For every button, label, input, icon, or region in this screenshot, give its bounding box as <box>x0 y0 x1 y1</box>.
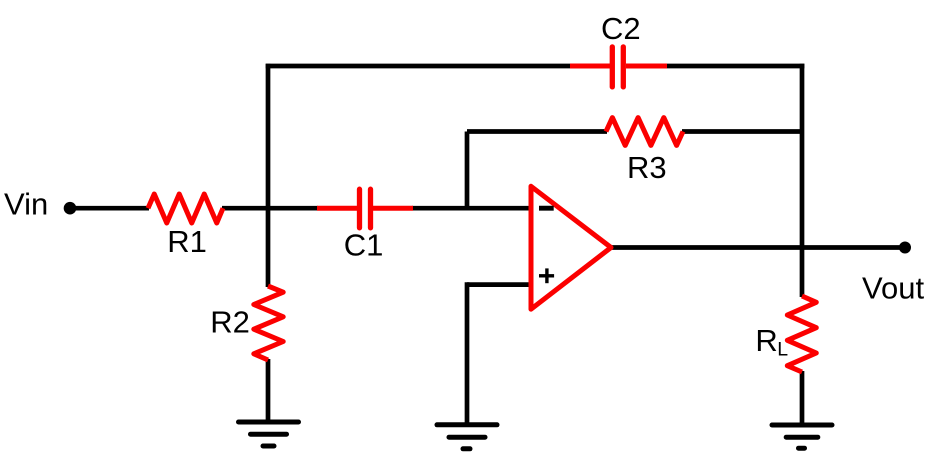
svg-text:Vout: Vout <box>862 271 924 306</box>
svg-text:Vin: Vin <box>4 187 48 222</box>
svg-text:R2: R2 <box>210 304 250 339</box>
svg-text:C2: C2 <box>601 11 641 46</box>
svg-text:C1: C1 <box>344 227 384 262</box>
svg-text:R3: R3 <box>627 150 667 185</box>
svg-text:R1: R1 <box>167 224 207 259</box>
